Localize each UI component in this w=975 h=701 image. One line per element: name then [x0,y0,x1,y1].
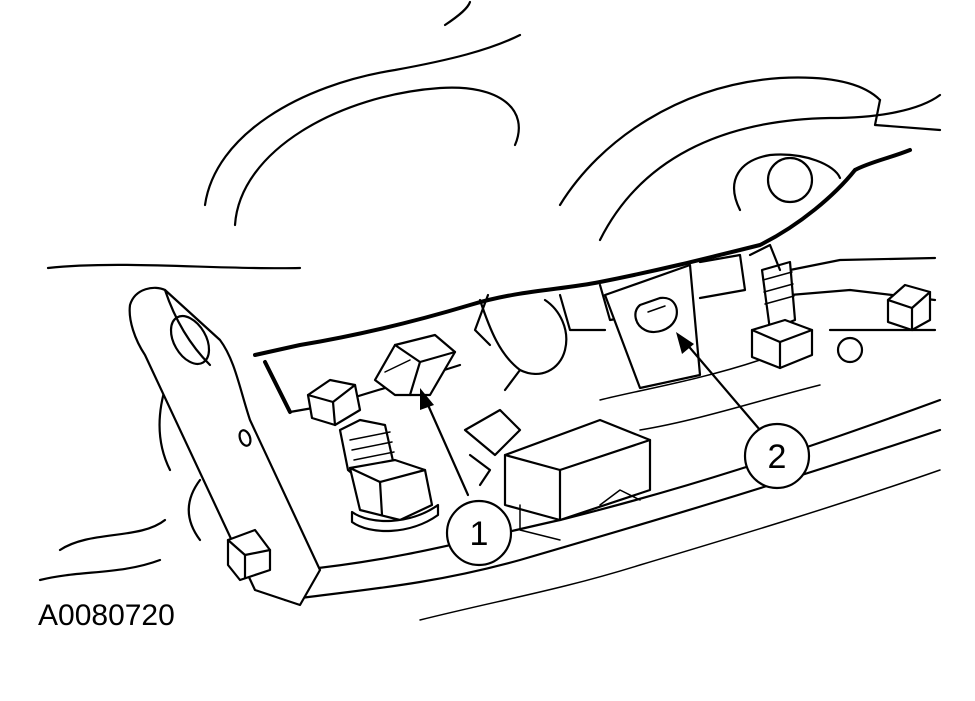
callout-1: 1 [445,499,513,567]
harness-bracket-plate [603,263,702,390]
callout-1-circle [445,499,513,567]
callout-arrows [420,332,762,497]
callout-1-leader [426,403,470,497]
background-contours [38,0,942,582]
callout-2-arrowhead [676,332,694,354]
mounting-bracket [128,286,322,607]
callout-2-circle [743,422,811,490]
right-stud-nut [748,243,814,370]
callout-2-number: 2 [768,438,787,476]
callout-1-number: 1 [470,515,489,553]
lower-bolt [226,528,272,582]
wire-clip [373,333,457,397]
callout-1-arrowhead [420,388,434,410]
wiring-harness [253,148,912,414]
figure-id-label: A0080720 [38,599,175,632]
callout-2-leader [683,340,762,432]
stud-nut-assembly [306,378,440,533]
sensor-module [463,408,652,541]
callout-2: 2 [743,422,811,490]
